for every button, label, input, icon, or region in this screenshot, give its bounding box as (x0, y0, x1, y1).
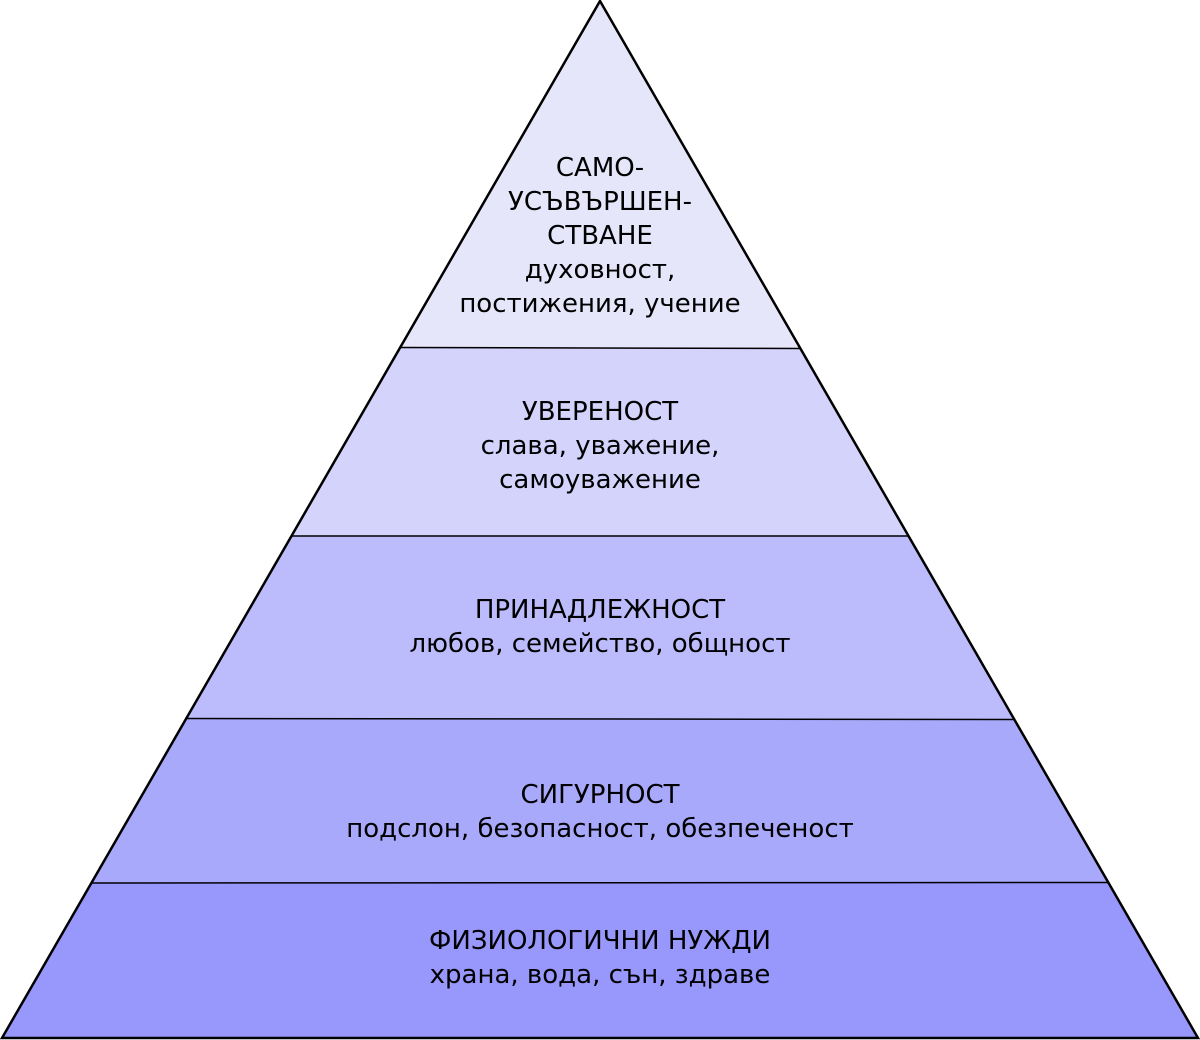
level-subtitle-line: самоуважение (499, 465, 701, 495)
level-label-safety: СИГУРНОСТ подслон, безопасност, обезпече… (0, 778, 1200, 846)
level-title-line: СИГУРНОСТ (520, 780, 680, 810)
level-subtitle-line: слава, уважение, (480, 431, 720, 461)
level-subtitle-line: подслон, безопасност, обезпеченост (346, 814, 854, 844)
level-subtitle-line: любов, семейство, общност (409, 629, 791, 659)
level-subtitle-line: духовност, (524, 255, 676, 285)
level-title-line: УВЕРЕНОСТ (521, 397, 679, 427)
level-title-line: УСЪВЪРШЕН- (508, 187, 692, 217)
level-title-line: СТВАНЕ (547, 221, 653, 251)
level-title-line: ФИЗИОЛОГИЧНИ НУЖДИ (429, 926, 771, 956)
divider-line (90, 881, 1110, 884)
level-safety (91, 719, 1109, 883)
divider-line (184, 717, 1016, 721)
level-label-belonging: ПРИНАДЛЕЖНОСТ любов, семейство, общност (0, 593, 1200, 661)
level-subtitle-line: храна, вода, сън, здраве (429, 960, 771, 990)
level-title-line: САМО- (555, 153, 645, 183)
level-subtitle-line: постижения, учение (459, 289, 741, 319)
divider-line (398, 346, 802, 350)
level-label-self-actualization: САМО- УСЪВЪРШЕН- СТВАНЕ духовност, пости… (0, 151, 1200, 321)
level-title-line: ПРИНАДЛЕЖНОСТ (474, 595, 726, 625)
level-label-physiological: ФИЗИОЛОГИЧНИ НУЖДИ храна, вода, сън, здр… (0, 924, 1200, 992)
level-label-esteem: УВЕРЕНОСТ слава, уважение, самоуважение (0, 395, 1200, 497)
level-belonging (185, 536, 1015, 719)
level-self-actualization (399, 1, 801, 348)
level-physiological (2, 883, 1198, 1038)
level-esteem (291, 348, 909, 536)
